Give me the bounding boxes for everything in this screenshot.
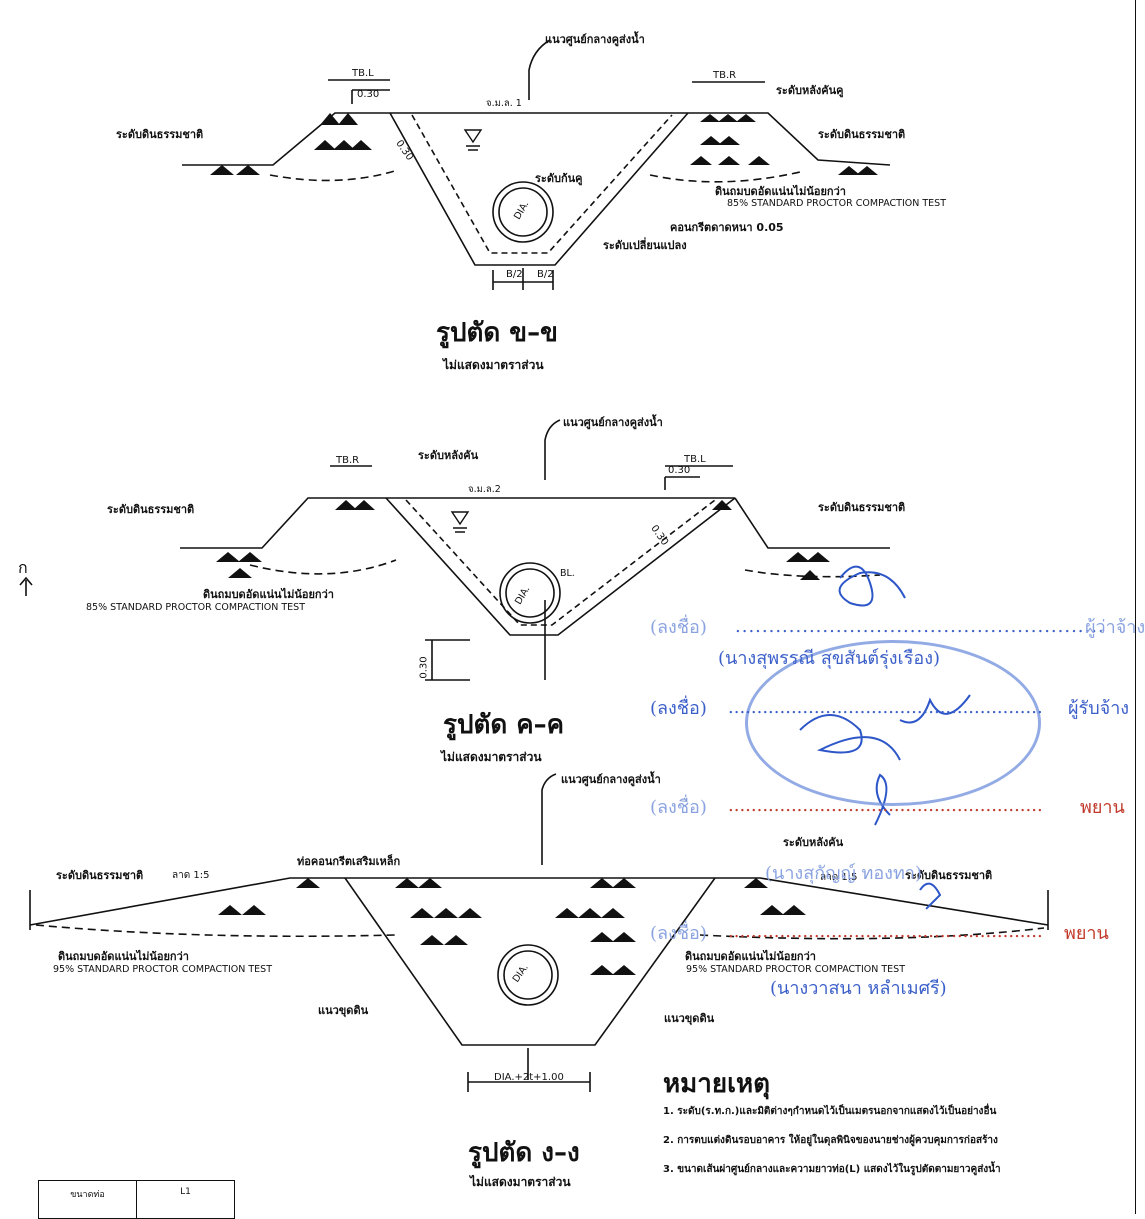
signature-role: ผู้ว่าจ้าง [1085, 617, 1145, 638]
section-b-subtitle: ไม่แสดงมาตราส่วน [443, 358, 544, 372]
north-arrow-icon [19, 576, 33, 596]
centerline-label: แนวศูนย์กลางคูส่งน้ำ [561, 773, 661, 786]
bank-level-label: ระดับหลังคัน [783, 836, 844, 849]
fill-spec-left-label: 95% STANDARD PROCTOR COMPACTION TEST [53, 964, 273, 975]
bench-mark-label: จ.ม.ล.2 [468, 484, 501, 495]
bank-level-label: ระดับหลังคัน [418, 449, 479, 462]
pipe-table: ขนาดท่อ L1 [38, 1180, 235, 1219]
section-d-title: รูปตัด ง–ง [468, 1138, 580, 1168]
signature-label: (ลงชื่อ) [650, 698, 707, 719]
fill-spec-label: 85% STANDARD PROCTOR COMPACTION TEST [727, 198, 947, 209]
fill-spec-label: 85% STANDARD PROCTOR COMPACTION TEST [86, 602, 306, 613]
drawing-frame-line [1135, 0, 1136, 1214]
tb-left-label: TB.L [684, 454, 706, 465]
signature-line: ........................................… [735, 616, 1105, 637]
signature-role: ผู้รับจ้าง [1068, 698, 1130, 719]
slope-left-label: ลาด 1:5 [172, 870, 210, 881]
section-c-geometry [180, 419, 890, 681]
fill-note-right-label: ดินถมบดอัดแน่นไม่น้อยกว่า [685, 950, 816, 963]
lining-label: คอนกรีตดาดหนา 0.05 [670, 221, 784, 234]
natural-ground-right-label: ระดับดินธรรมชาติ [905, 869, 993, 882]
note-item: 2. การตบแต่งดินรอบอาคาร ให้อยู่ในดุลพินิ… [663, 1135, 998, 1146]
signature-name: (นางวาสนา หลำเมศรี) [770, 978, 947, 999]
signature-name: (นางสุพรรณี สุขสันต์รุ่งเรือง) [718, 648, 941, 669]
section-d-geometry [29, 773, 1049, 1092]
tb-right-label: TB.R [713, 70, 737, 81]
signature-name: (นางสุกัญญ์ ทองทา) [765, 863, 922, 884]
signature-line: ........................................… [728, 921, 1043, 942]
pipe-label: ท่อคอนกรีตเสริมเหล็ก [297, 855, 401, 868]
natural-ground-left-label: ระดับดินธรรมชาติ [116, 128, 204, 141]
water-level-icon [450, 129, 483, 533]
fill-note-left-label: ดินถมบดอัดแน่นไม่น้อยกว่า [58, 950, 189, 963]
half-b-label: B/2 [537, 269, 554, 280]
table-header-cell: L1 [136, 1180, 235, 1219]
dim-label: 0.30 [668, 465, 691, 476]
natural-ground-left-label: ระดับดินธรรมชาติ [56, 869, 144, 882]
natural-ground-right-label: ระดับดินธรรมชาติ [818, 501, 906, 514]
signature-line: ........................................… [728, 697, 1043, 718]
bank-level-label: ระดับหลังคันคู [776, 84, 844, 97]
signature-role: พยาน [1080, 797, 1125, 818]
dim-label: 0.30 [357, 89, 380, 100]
tb-left-label: TB.L [352, 68, 374, 79]
note-item: 3. ขนาดเส้นผ่าศูนย์กลางและความยาวท่อ(L) … [663, 1164, 1001, 1175]
section-b-title: รูปตัด ข–ข [436, 318, 558, 348]
excavation-left-label: แนวขุดดิน [318, 1004, 369, 1017]
slope-right-label: ลาด 1:5 [820, 872, 858, 883]
fill-note-label: ดินถมบดอัดแน่นไม่น้อยกว่า [203, 588, 334, 601]
tb-right-label: TB.R [336, 455, 360, 466]
fill-note-label: ดินถมบดอัดแน่นไม่น้อยกว่า [715, 185, 846, 198]
earthwork-hatching [210, 113, 878, 975]
section-c-subtitle: ไม่แสดงมาตราส่วน [441, 750, 542, 764]
invert-level-label: ระดับก้นคู [535, 172, 583, 185]
natural-ground-left-label: ระดับดินธรรมชาติ [107, 503, 195, 516]
half-b-label: B/2 [506, 269, 523, 280]
signature-line: ........................................… [728, 795, 1043, 816]
signature-label: (ลงชื่อ) [650, 617, 707, 638]
signature-label: (ลงชื่อ) [650, 797, 707, 818]
bench-mark-label: จ.ม.ล. 1 [486, 98, 522, 109]
section-b-geometry [182, 39, 891, 290]
dim-label: 0.30 [418, 656, 430, 679]
transition-level-label: ระดับเปลี่ยนแปลง [603, 239, 687, 252]
centerline-label: แนวศูนย์กลางคูส่งน้ำ [545, 33, 645, 46]
centerline-label: แนวศูนย์กลางคูส่งน้ำ [563, 416, 663, 429]
fill-spec-right-label: 95% STANDARD PROCTOR COMPACTION TEST [686, 964, 906, 975]
excavation-right-label: แนวขุดดิน [664, 1012, 715, 1025]
table-header-cell: ขนาดท่อ [38, 1180, 137, 1219]
note-item: 1. ระดับ(ร.ท.ก.)และมิติต่างๆกำหนดไว้เป็น… [663, 1106, 997, 1117]
signature-label: (ลงชื่อ) [650, 923, 707, 944]
notes-heading: หมายเหตุ [663, 1069, 771, 1099]
bl-label: BL. [560, 568, 575, 579]
section-d-subtitle: ไม่แสดงมาตราส่วน [470, 1175, 571, 1189]
north-marker-label: ก [18, 558, 28, 577]
base-width-label: DIA.+2t+1.00 [494, 1072, 564, 1083]
official-stamp [745, 640, 1041, 806]
section-c-title: รูปตัด ค–ค [443, 710, 565, 740]
signature-role: พยาน [1064, 923, 1109, 944]
natural-ground-right-label: ระดับดินธรรมชาติ [818, 128, 906, 141]
